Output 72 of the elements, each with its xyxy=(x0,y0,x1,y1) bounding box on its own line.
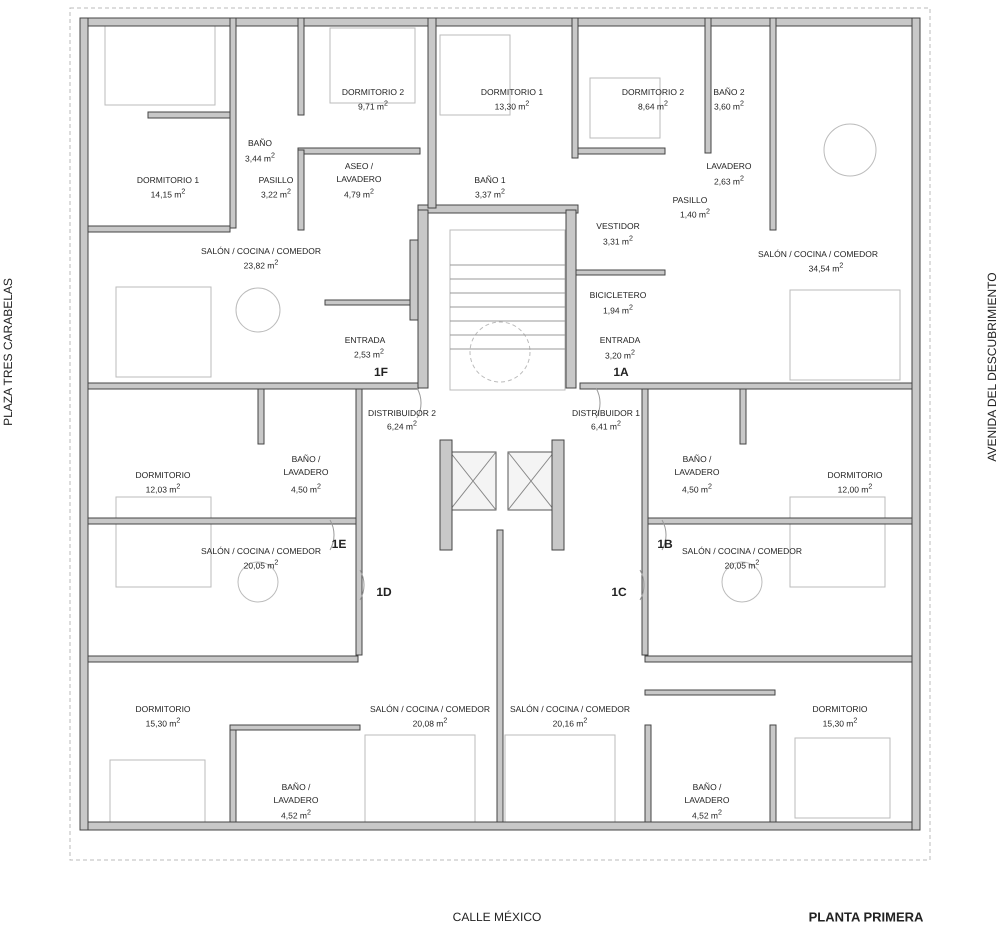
room-area: 14,15 m$^{2}$ xyxy=(150,186,186,200)
plan-title: PLANTA PRIMERA xyxy=(808,910,924,924)
room-label: BAÑO xyxy=(248,138,272,148)
room-area: 4,52 m$^{2}$ xyxy=(692,808,722,820)
room-label: SALÓN / COCINA / COMEDOR xyxy=(758,249,878,259)
room-area: 12,00 m$^{2}$ xyxy=(838,482,872,494)
unit-number: 1E xyxy=(332,539,346,549)
unit-number: 1F xyxy=(374,367,388,377)
room-area: 15,30 m$^{2}$ xyxy=(146,716,180,728)
room-area: 6,41 m$^{2}$ xyxy=(591,418,621,432)
room-label: DISTRIBUIDOR 2 xyxy=(368,408,436,418)
room-area: 20,05 m$^{2}$ xyxy=(244,558,278,570)
room-label: DORMITORIO 1 xyxy=(480,87,544,97)
room-label: VESTIDOR xyxy=(596,221,640,231)
room-area: 2,63 m$^{2}$ xyxy=(714,174,744,186)
unit-number: 1D xyxy=(376,587,392,597)
room-area: 3,31 m$^{2}$ xyxy=(603,234,633,246)
room-area: 3,37 m$^{2}$ xyxy=(475,186,505,200)
room-label: BAÑO / LAVADERO xyxy=(272,781,320,807)
room-area: 20,05 m$^{2}$ xyxy=(724,558,760,570)
room-label: ENTRADA xyxy=(344,335,386,345)
room-label: DISTRIBUIDOR 1 xyxy=(572,408,640,418)
room-area: 3,60 m$^{2}$ xyxy=(714,98,744,112)
room-label: SALÓN / COCINA / COMEDOR xyxy=(510,704,630,714)
room-label: LAVADERO xyxy=(706,161,752,171)
room-area: 12,03 m$^{2}$ xyxy=(146,482,180,494)
room-label: SALÓN / COCINA / COMEDOR xyxy=(201,246,321,256)
unit-number: 1A xyxy=(613,367,629,377)
unit-number: 1B xyxy=(657,539,673,549)
room-area: 3,20 m$^{2}$ xyxy=(605,348,635,360)
room-area: 3,44 m$^{2}$ xyxy=(245,150,275,164)
room-area: 34,54 m$^{2}$ xyxy=(808,260,844,274)
room-label: ENTRADA xyxy=(600,335,640,345)
room-area: 20,08 m$^{2}$ xyxy=(412,716,448,728)
room-label: BAÑO 2 xyxy=(713,87,745,97)
room-label: BAÑO 1 xyxy=(474,175,506,185)
room-label: DORMITORIO xyxy=(812,704,868,714)
room-label: DORMITORIO 1 xyxy=(136,175,200,185)
room-label: SALÓN / COCINA / COMEDOR xyxy=(370,704,490,714)
room-label: DORMITORIO xyxy=(135,470,191,480)
room-area: 4,52 m$^{2}$ xyxy=(281,808,311,820)
room-area: 4,79 m$^{2}$ xyxy=(344,186,374,200)
room-label: DORMITORIO xyxy=(827,470,883,480)
room-area: 1,94 m$^{2}$ xyxy=(603,302,633,316)
room-label: ASEO / LAVADERO xyxy=(335,160,383,186)
unit-number: 1C xyxy=(611,587,627,597)
room-label: BAÑO / LAVADERO xyxy=(683,781,731,807)
room-label: BAÑO / LAVADERO xyxy=(673,453,721,479)
room-area: 3,22 m$^{2}$ xyxy=(261,186,291,200)
street-name: CALLE MÉXICO xyxy=(452,912,542,922)
room-label: SALÓN / COCINA / COMEDOR xyxy=(682,546,802,556)
room-area: 1,40 m$^{2}$ xyxy=(680,206,710,220)
room-area: 4,50 m$^{2}$ xyxy=(291,482,321,494)
room-area: 9,71 m$^{2}$ xyxy=(358,98,388,112)
room-label: DORMITORIO 2 xyxy=(622,87,684,97)
room-area: 4,50 m$^{2}$ xyxy=(682,482,712,494)
room-label: SALÓN / COCINA / COMEDOR xyxy=(201,546,321,556)
room-area: 15,30 m$^{2}$ xyxy=(822,716,858,728)
room-area: 6,24 m$^{2}$ xyxy=(387,418,417,432)
room-area: 8,64 m$^{2}$ xyxy=(638,98,668,112)
street-name: PLAZA TRES CARABELAS xyxy=(3,278,13,426)
room-area: 23,82 m$^{2}$ xyxy=(244,258,278,270)
room-label: PASILLO xyxy=(258,175,294,185)
room-label: BAÑO / LAVADERO xyxy=(282,453,330,479)
street-name: AVENIDA DEL DESCUBRIMIENTO xyxy=(987,272,997,462)
room-area: 13,30 m$^{2}$ xyxy=(494,98,530,112)
room-label: DORMITORIO 2 xyxy=(342,87,404,97)
room-label: DORMITORIO xyxy=(135,704,191,714)
room-area: 2,53 m$^{2}$ xyxy=(354,346,384,360)
room-label: BICICLETERO xyxy=(590,290,646,300)
room-label: PASILLO xyxy=(672,195,708,205)
room-area: 20,16 m$^{2}$ xyxy=(552,716,588,728)
